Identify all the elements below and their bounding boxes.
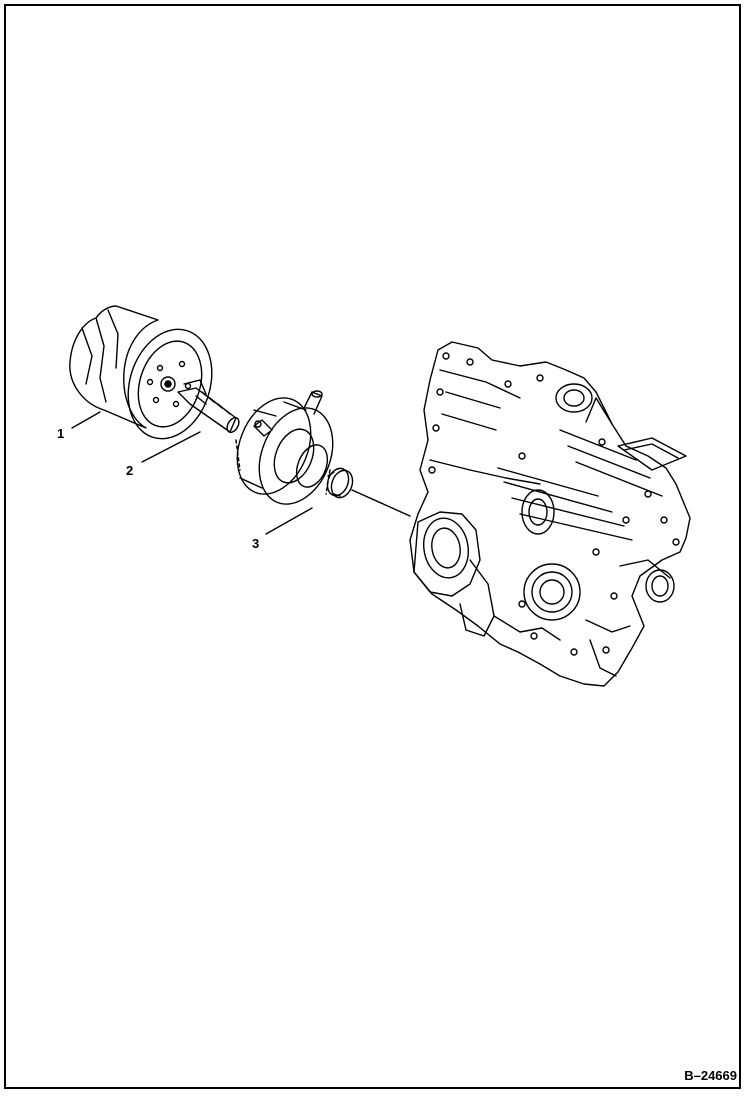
seal-ring: [326, 467, 354, 499]
engine-front-cover: [409, 341, 691, 687]
leader-line-3: [265, 507, 313, 535]
callout-leaders: [71, 411, 313, 535]
callout-1: 1: [57, 426, 65, 441]
leader-line-2: [141, 431, 201, 463]
oil-filter: [69, 305, 213, 440]
callout-3: 3: [252, 536, 260, 551]
figure-number: B–24669: [684, 1068, 737, 1083]
diagram-frame: [4, 4, 741, 1089]
leader-line-1: [71, 411, 101, 429]
callout-2: 2: [126, 463, 134, 478]
threaded-nipple: [177, 379, 240, 434]
alignment-line: [351, 489, 411, 517]
oil-cooler: [235, 390, 334, 505]
